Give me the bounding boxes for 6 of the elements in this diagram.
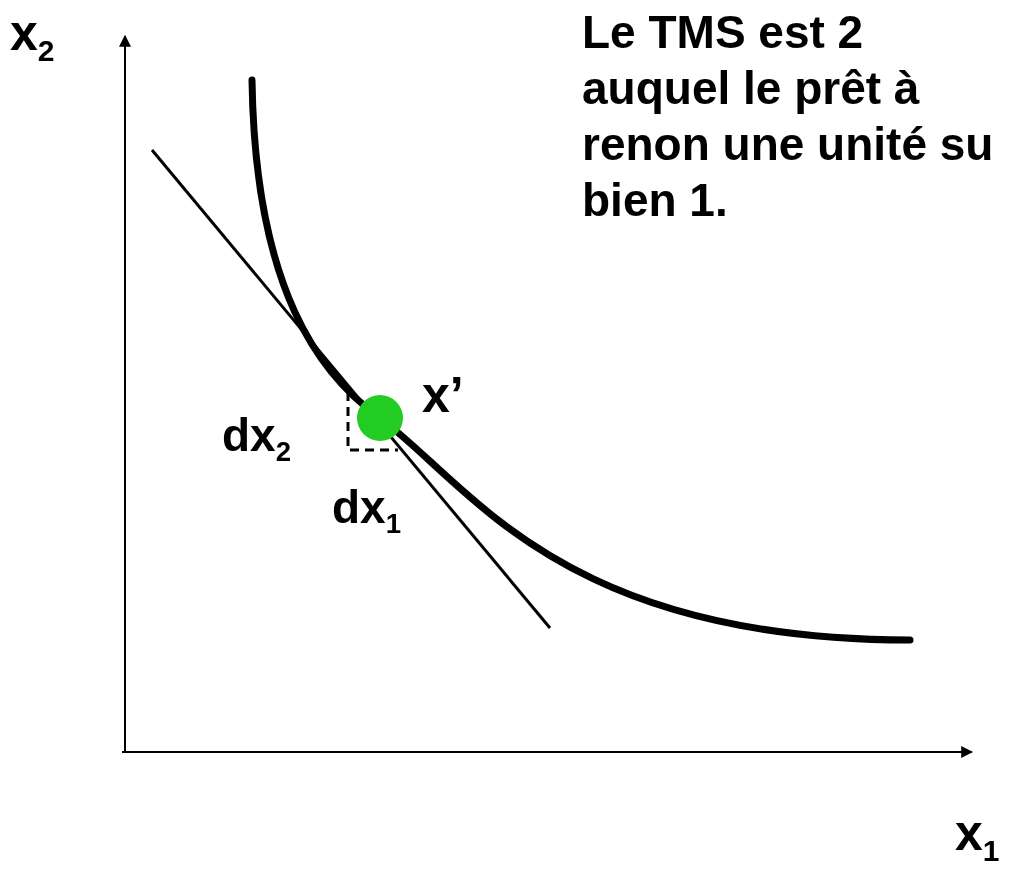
differential-label: dx$_{2}$ [222,412,292,466]
differential-label: dx$_{1}$ [332,484,402,538]
axis-label: x$_{1}$ [955,808,1000,866]
axis-label: x$_{2}$ [10,8,55,66]
point-label: x’ [422,370,464,420]
text-paragraph: Le TMS est 2 auquel le prêt à renon une unité su bien 1. [582,5,995,229]
